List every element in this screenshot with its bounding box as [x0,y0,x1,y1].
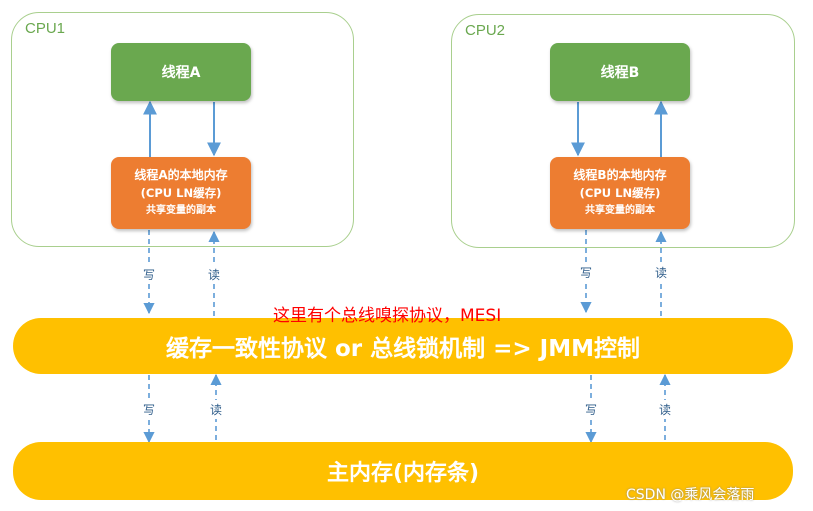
cache-coherence-label: 缓存一致性协议 or 总线锁机制 => JMM控制 [165,336,641,362]
cpu1-cache-note: 共享变量的副本 [146,205,216,216]
cpu2-cache-title: 线程B的本地内存 [573,168,667,182]
cpu1-thread-box: 线程A [111,43,251,101]
cpu1-label: CPU1 [25,20,66,37]
cpu2-cache-subtitle: (CPU LN缓存) [579,186,661,200]
cpu2-thread-label: 线程B [600,65,640,81]
cpu1-read-lower-label: 读 [210,400,223,419]
cpu2-cache-note: 共享变量的副本 [585,205,655,216]
bus-sniffing-annotation: 这里有个总线嗅探协议，MESI [273,306,502,326]
cpu1-write-upper-label: 写 [143,265,156,284]
cpu1-cache-title: 线程A的本地内存 [134,168,228,182]
cpu1-cache-subtitle: (CPU LN缓存) [140,186,222,200]
cpu1-write-lower-label: 写 [143,400,156,419]
cpu1-local-cache: 线程A的本地内存 (CPU LN缓存) 共享变量的副本 [111,157,251,229]
cpu2-label: CPU2 [465,22,506,39]
watermark: CSDN @乘风会落雨 [626,487,755,503]
cpu2-write-lower-label: 写 [585,400,598,419]
cpu2-write-upper-label: 写 [580,263,593,282]
cpu1-thread-label: 线程A [161,65,201,81]
cache-coherence-bar: 缓存一致性协议 or 总线锁机制 => JMM控制 [13,318,793,374]
cpu2-read-lower-label: 读 [659,400,672,419]
cpu1-read-upper-label: 读 [208,265,221,284]
main-memory-label: 主内存(内存条) [326,461,480,486]
cpu2-thread-box: 线程B [550,43,690,101]
cpu2-local-cache: 线程B的本地内存 (CPU LN缓存) 共享变量的副本 [550,157,690,229]
cpu2-read-upper-label: 读 [655,263,668,282]
main-memory-bar: 主内存(内存条) [13,442,793,500]
